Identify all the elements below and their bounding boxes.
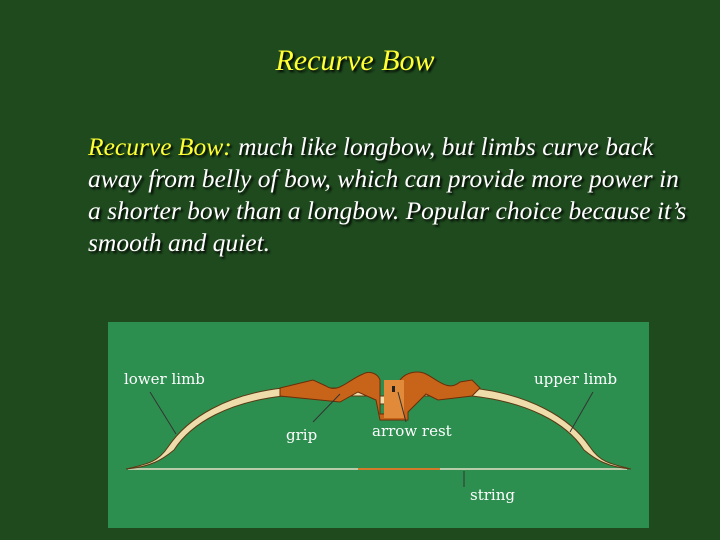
lower-limb-label: lower limb [124, 370, 205, 388]
grip-leader [312, 393, 341, 423]
recurve-bow-diagram: lower limb upper limb grip arrow rest st… [108, 322, 649, 528]
riser-highlight [384, 380, 404, 418]
definition-text: much like longbow, but limbs curve back … [88, 132, 687, 257]
string-label: string [470, 486, 515, 504]
definition-paragraph: Recurve Bow: much like longbow, but limb… [88, 131, 688, 259]
bow-riser [279, 371, 481, 421]
upper-limb-label: upper limb [534, 370, 618, 388]
bow-limbs [125, 387, 632, 470]
bow-illustration [125, 371, 632, 487]
arrow-rest-leader [397, 391, 407, 423]
upper-limb-leader [569, 391, 594, 433]
lower-limb-leader [149, 391, 177, 435]
grip-label: grip [286, 426, 318, 444]
arrow-rest-mark [392, 386, 395, 392]
slide-title: Recurve Bow [275, 44, 435, 77]
definition-term: Recurve Bow: [88, 132, 232, 161]
arrow-rest-label: arrow rest [372, 422, 452, 440]
